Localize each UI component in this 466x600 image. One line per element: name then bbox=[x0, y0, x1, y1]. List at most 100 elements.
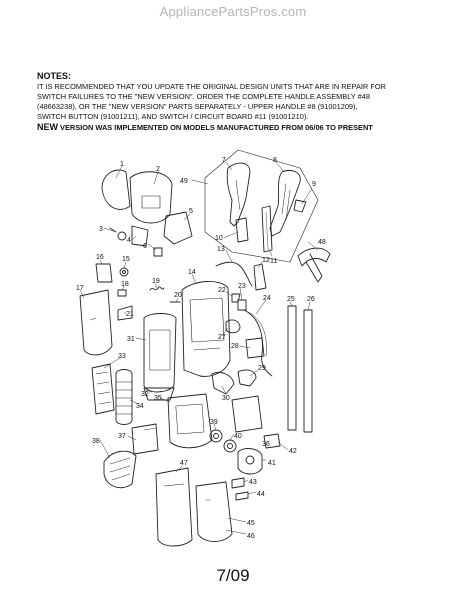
pleated-filter-part bbox=[115, 369, 133, 425]
callout-16: 16 bbox=[96, 254, 104, 261]
callout-labels: 1 2 3 4 5 6 7 8 9 10 11 12 13 14 15 16 1… bbox=[76, 157, 326, 540]
washer-part bbox=[119, 267, 129, 277]
cord-hook-part bbox=[293, 199, 307, 213]
callout-6: 6 bbox=[143, 243, 147, 250]
switch-board-part bbox=[235, 217, 249, 243]
upper-handle-part bbox=[226, 162, 251, 227]
callout-48: 48 bbox=[318, 239, 326, 246]
callout-15: 15 bbox=[122, 256, 130, 263]
handle-assembly-outline bbox=[204, 149, 319, 263]
headlight-lens-part bbox=[101, 169, 131, 210]
bulb-part bbox=[117, 231, 127, 241]
power-cord-part bbox=[215, 261, 253, 287]
callout-30: 30 bbox=[222, 395, 230, 402]
bracket-part bbox=[153, 247, 163, 257]
callout-37: 37 bbox=[118, 433, 126, 440]
callout-36: 36 bbox=[262, 441, 270, 448]
callout-23: 23 bbox=[238, 283, 246, 290]
callout-28: 28 bbox=[231, 343, 239, 350]
notes-new-version: NEW version was implemented on models ma… bbox=[37, 122, 437, 133]
notes-line-2: switch failures to the "New Version". Or… bbox=[37, 92, 370, 101]
callout-21: 21 bbox=[126, 311, 134, 318]
callout-3: 3 bbox=[99, 226, 103, 233]
clip-part bbox=[235, 491, 249, 501]
callout-38: 38 bbox=[92, 438, 100, 445]
callout-27: 27 bbox=[218, 334, 226, 341]
callout-33: 33 bbox=[118, 353, 126, 360]
callout-31: 31 bbox=[127, 336, 135, 343]
callout-45: 45 bbox=[247, 520, 255, 527]
bracket-part bbox=[237, 299, 247, 311]
seal-part bbox=[117, 305, 133, 321]
callout-43: 43 bbox=[249, 479, 257, 486]
complete-handle-assembly-part bbox=[297, 247, 331, 267]
latch-part bbox=[117, 289, 127, 297]
callout-26: 26 bbox=[307, 296, 315, 303]
site-watermark: AppliancePartsPros.com bbox=[159, 4, 307, 19]
callout-34: 34 bbox=[136, 403, 144, 410]
hose-part bbox=[243, 309, 273, 377]
cup-holder-part bbox=[95, 263, 113, 283]
page-number: 7/09 bbox=[216, 566, 250, 585]
wheel-part bbox=[223, 439, 237, 453]
callout-12: 12 bbox=[262, 257, 270, 264]
callout-29: 29 bbox=[258, 365, 266, 372]
notes-new-lead: NEW bbox=[37, 122, 58, 132]
callout-40: 40 bbox=[234, 433, 242, 440]
callout-2: 2 bbox=[156, 166, 160, 173]
callout-4: 4 bbox=[127, 237, 131, 244]
callout-24: 24 bbox=[263, 295, 271, 302]
clip-part bbox=[231, 293, 241, 303]
hood-part bbox=[129, 171, 173, 224]
callout-44: 44 bbox=[257, 491, 265, 498]
callout-22: 22 bbox=[218, 287, 226, 294]
callout-46: 46 bbox=[247, 533, 255, 540]
rear-housing-part bbox=[155, 467, 193, 547]
callout-10: 10 bbox=[215, 235, 223, 242]
filter-housing-part bbox=[79, 289, 113, 356]
pad-part bbox=[131, 423, 159, 455]
callout-17: 17 bbox=[76, 285, 84, 292]
main-body-part bbox=[181, 281, 231, 377]
callout-19: 19 bbox=[152, 278, 160, 285]
wand-extension-part bbox=[303, 309, 313, 433]
notes-line-3: (48663238), or the "New Version" parts s… bbox=[37, 102, 358, 111]
callout-35: 35 bbox=[154, 395, 162, 402]
brushroll-part bbox=[91, 363, 115, 415]
belt-part bbox=[225, 319, 241, 334]
callout-39: 39 bbox=[210, 419, 218, 426]
callout-7: 7 bbox=[222, 157, 226, 164]
circuit-board-part bbox=[261, 205, 273, 253]
callout-13: 13 bbox=[217, 246, 225, 253]
callout-32: 32 bbox=[141, 391, 149, 398]
notes-title: NOTES: bbox=[37, 71, 72, 81]
motor-part bbox=[237, 448, 263, 475]
callout-42: 42 bbox=[289, 448, 297, 455]
lamp-housing-part bbox=[131, 225, 149, 247]
callout-8: 8 bbox=[273, 157, 277, 164]
base-part bbox=[167, 393, 213, 449]
notes-block: NOTES: It is recommended that you update… bbox=[37, 71, 437, 133]
lower-housing-part bbox=[195, 481, 233, 542]
nozzle-part bbox=[231, 395, 263, 433]
callout-9: 9 bbox=[312, 181, 316, 188]
filter-cover-part bbox=[245, 337, 265, 359]
hose-end-part bbox=[263, 433, 281, 449]
cup-base-part bbox=[143, 387, 175, 401]
callout-14: 14 bbox=[188, 269, 196, 276]
bracket-part bbox=[231, 477, 245, 489]
upper-handle-new-part bbox=[269, 170, 301, 237]
callout-25: 25 bbox=[287, 296, 295, 303]
callout-5: 5 bbox=[189, 208, 193, 215]
callout-18: 18 bbox=[121, 281, 129, 288]
notes-line-4: Switch Button (91001211), and Switch / C… bbox=[37, 112, 309, 121]
bumper-part bbox=[103, 450, 137, 488]
cord-clip-part bbox=[253, 263, 267, 291]
notes-line-1: It is recommended that you update the or… bbox=[37, 82, 386, 91]
callout-1: 1 bbox=[120, 161, 124, 168]
switch-assembly-part bbox=[163, 211, 193, 245]
wand-part bbox=[287, 305, 297, 431]
dust-cup-part bbox=[143, 313, 177, 393]
callout-47: 47 bbox=[180, 460, 188, 467]
